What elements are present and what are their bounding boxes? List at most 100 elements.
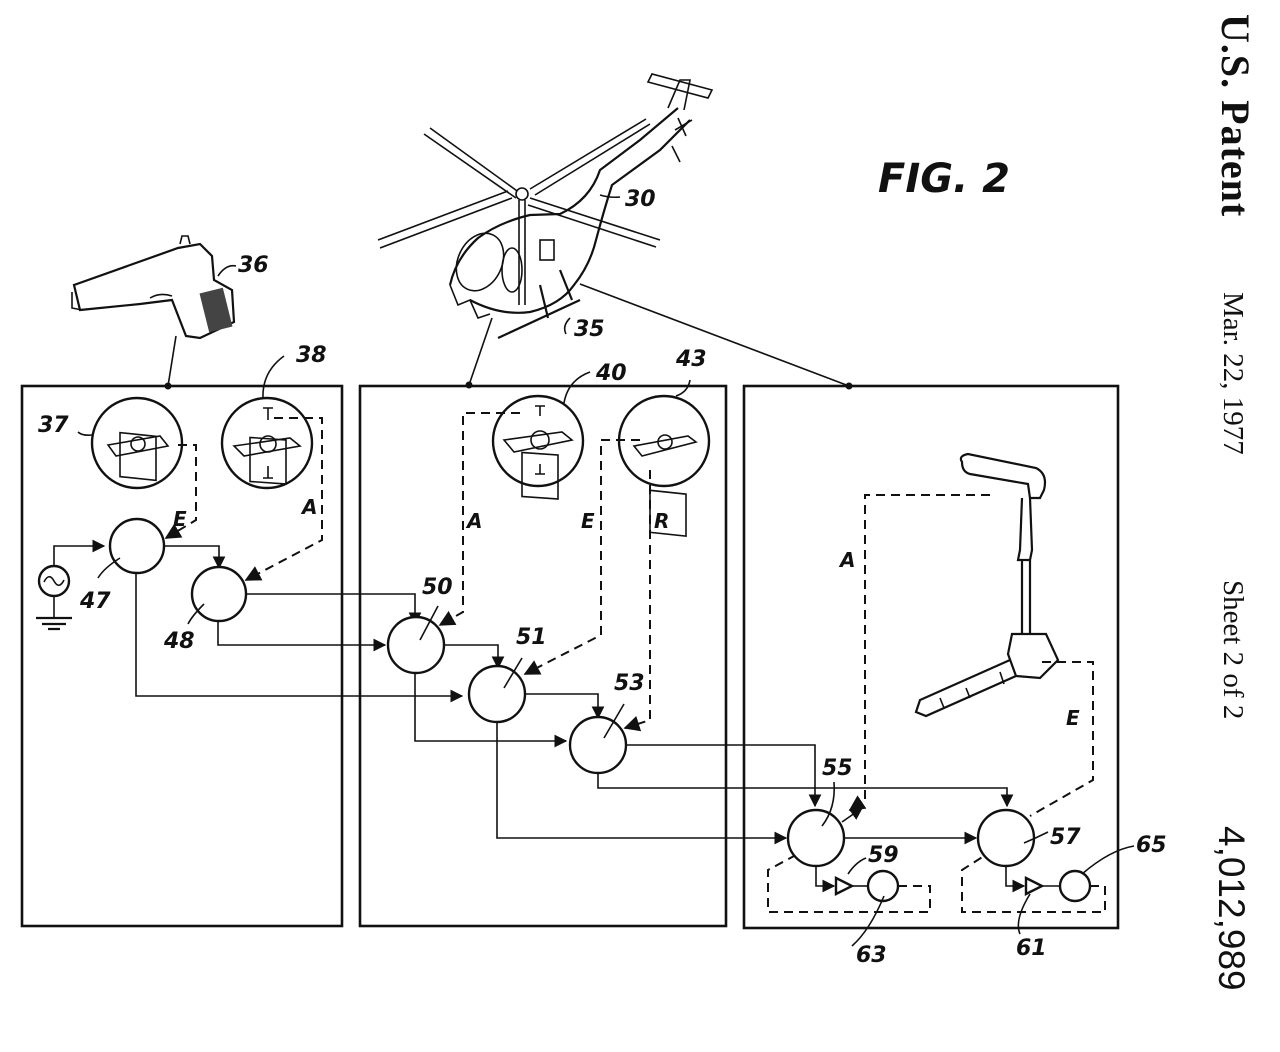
cockpit-window (455, 232, 505, 292)
sight-leader (217, 264, 237, 277)
helicopter-drawing: 30 35 (377, 73, 714, 342)
gimbal-gyroscope-icon (632, 434, 698, 537)
ref-30: 30 (625, 187, 656, 212)
gimbal-gyroscope-icon (502, 405, 574, 500)
ref-36: 36 (238, 253, 269, 278)
signal-e-gun (1029, 661, 1094, 817)
node-47-leader (97, 557, 121, 579)
amp-61 (1024, 876, 1045, 896)
gun-column-lower (1020, 560, 1032, 634)
side-window (501, 247, 523, 293)
servo-loop-elevation: 61 65 (961, 833, 1167, 961)
ref-43: 43 (675, 347, 707, 372)
gun-column-upper (1016, 497, 1034, 562)
panel-sight (20, 384, 344, 928)
motor-65-leader (1081, 845, 1135, 875)
gyro-37: 37 (38, 396, 184, 490)
ref-50: 50 (422, 575, 453, 600)
node-47: 47 (79, 517, 166, 614)
sheet-indicator: Sheet 2 of 2 (1217, 580, 1249, 720)
node-51: 51 (467, 625, 547, 724)
helicopter-to-box2-line (468, 317, 493, 386)
ref-48: 48 (163, 629, 195, 654)
amp-61-leader (1017, 893, 1031, 935)
ground-symbol-icon (36, 616, 72, 631)
barrel-rings (939, 671, 1005, 709)
node-50-leader (419, 605, 439, 641)
node-53-leader (603, 703, 625, 739)
signal-r-43 (623, 470, 651, 732)
turret-gun-drawing (914, 452, 1060, 718)
ref-59: 59 (868, 843, 899, 868)
signal-a-gun (848, 494, 990, 811)
helicopter-leader (599, 194, 621, 199)
patent-number: 4,012,989 (1211, 826, 1252, 991)
ref-53: 53 (614, 671, 645, 696)
signal-label-a-gun: A (838, 548, 855, 572)
grip-texture (199, 287, 233, 333)
node-55-output-arrow (841, 807, 864, 823)
tail-rotor (671, 117, 693, 163)
ref-57: 57 (1050, 825, 1081, 850)
sight-to-box1-line (167, 335, 177, 387)
rear-sight (179, 235, 191, 245)
helicopter-to-box3-line (579, 283, 850, 387)
node-53: 53 (568, 671, 645, 775)
gyro-43-leader (675, 379, 691, 397)
ref-47: 47 (79, 589, 111, 614)
node-57: 57 (976, 808, 1081, 868)
sine-wave-source-icon (37, 539, 106, 617)
sight-body (72, 242, 236, 340)
gun-breech (1006, 632, 1060, 680)
servo-loop-azimuth: 59 63 (767, 843, 931, 968)
tail-fin (667, 79, 691, 111)
node-48: 48 (163, 565, 248, 654)
ref-63: 63 (856, 943, 887, 968)
gyro-38-leader (262, 355, 285, 399)
trigger-guard (149, 293, 173, 299)
panel-helicopter (358, 384, 728, 928)
feedback-65 (961, 855, 1106, 913)
panel-turret (742, 384, 1120, 930)
ref-65: 65 (1136, 833, 1167, 858)
patent-header-title: U.S. Patent (1213, 14, 1258, 218)
signal-paths (135, 545, 1014, 845)
main-rotor-blades (377, 118, 661, 249)
signal-label-e-37: E (173, 507, 187, 531)
tail-stabilizer (646, 73, 714, 99)
node-57-leader (1023, 831, 1049, 844)
ref-51: 51 (516, 625, 547, 650)
gun-barrel (914, 658, 1017, 718)
ref-40: 40 (595, 361, 627, 386)
muzzle (71, 292, 83, 311)
node-51-leader (503, 657, 523, 689)
signal-label-a-40: A (465, 509, 482, 533)
motor-65 (1058, 869, 1092, 903)
signal-label-e-43: E (581, 509, 595, 533)
door-window (539, 239, 555, 261)
gimbal-gyroscope-icon (232, 407, 302, 485)
signal-label-e-gun: E (1066, 706, 1080, 730)
landing-skid (497, 269, 581, 339)
signal-e-37 (164, 444, 197, 539)
ref-55: 55 (822, 756, 853, 781)
patent-date: Mar. 22, 1977 (1217, 292, 1249, 455)
gun-mount-arm (959, 452, 1047, 500)
node-55-leader (821, 781, 836, 827)
gimbal-gyroscope-icon (106, 431, 170, 482)
ref-38: 38 (296, 343, 327, 368)
signal-label-r-43: R (654, 509, 669, 533)
amp-59 (834, 876, 855, 896)
gyro-40: 40 (491, 361, 627, 500)
gyro-40-leader (563, 371, 591, 404)
signal-e-43 (523, 439, 640, 675)
ref-61: 61 (1016, 936, 1047, 961)
fuselage (448, 107, 691, 314)
gyro-43: 43 (617, 347, 711, 537)
node-48-leader (187, 603, 205, 625)
signal-a-40 (438, 412, 520, 626)
node-55: 55 (786, 756, 864, 868)
nose (449, 284, 491, 319)
